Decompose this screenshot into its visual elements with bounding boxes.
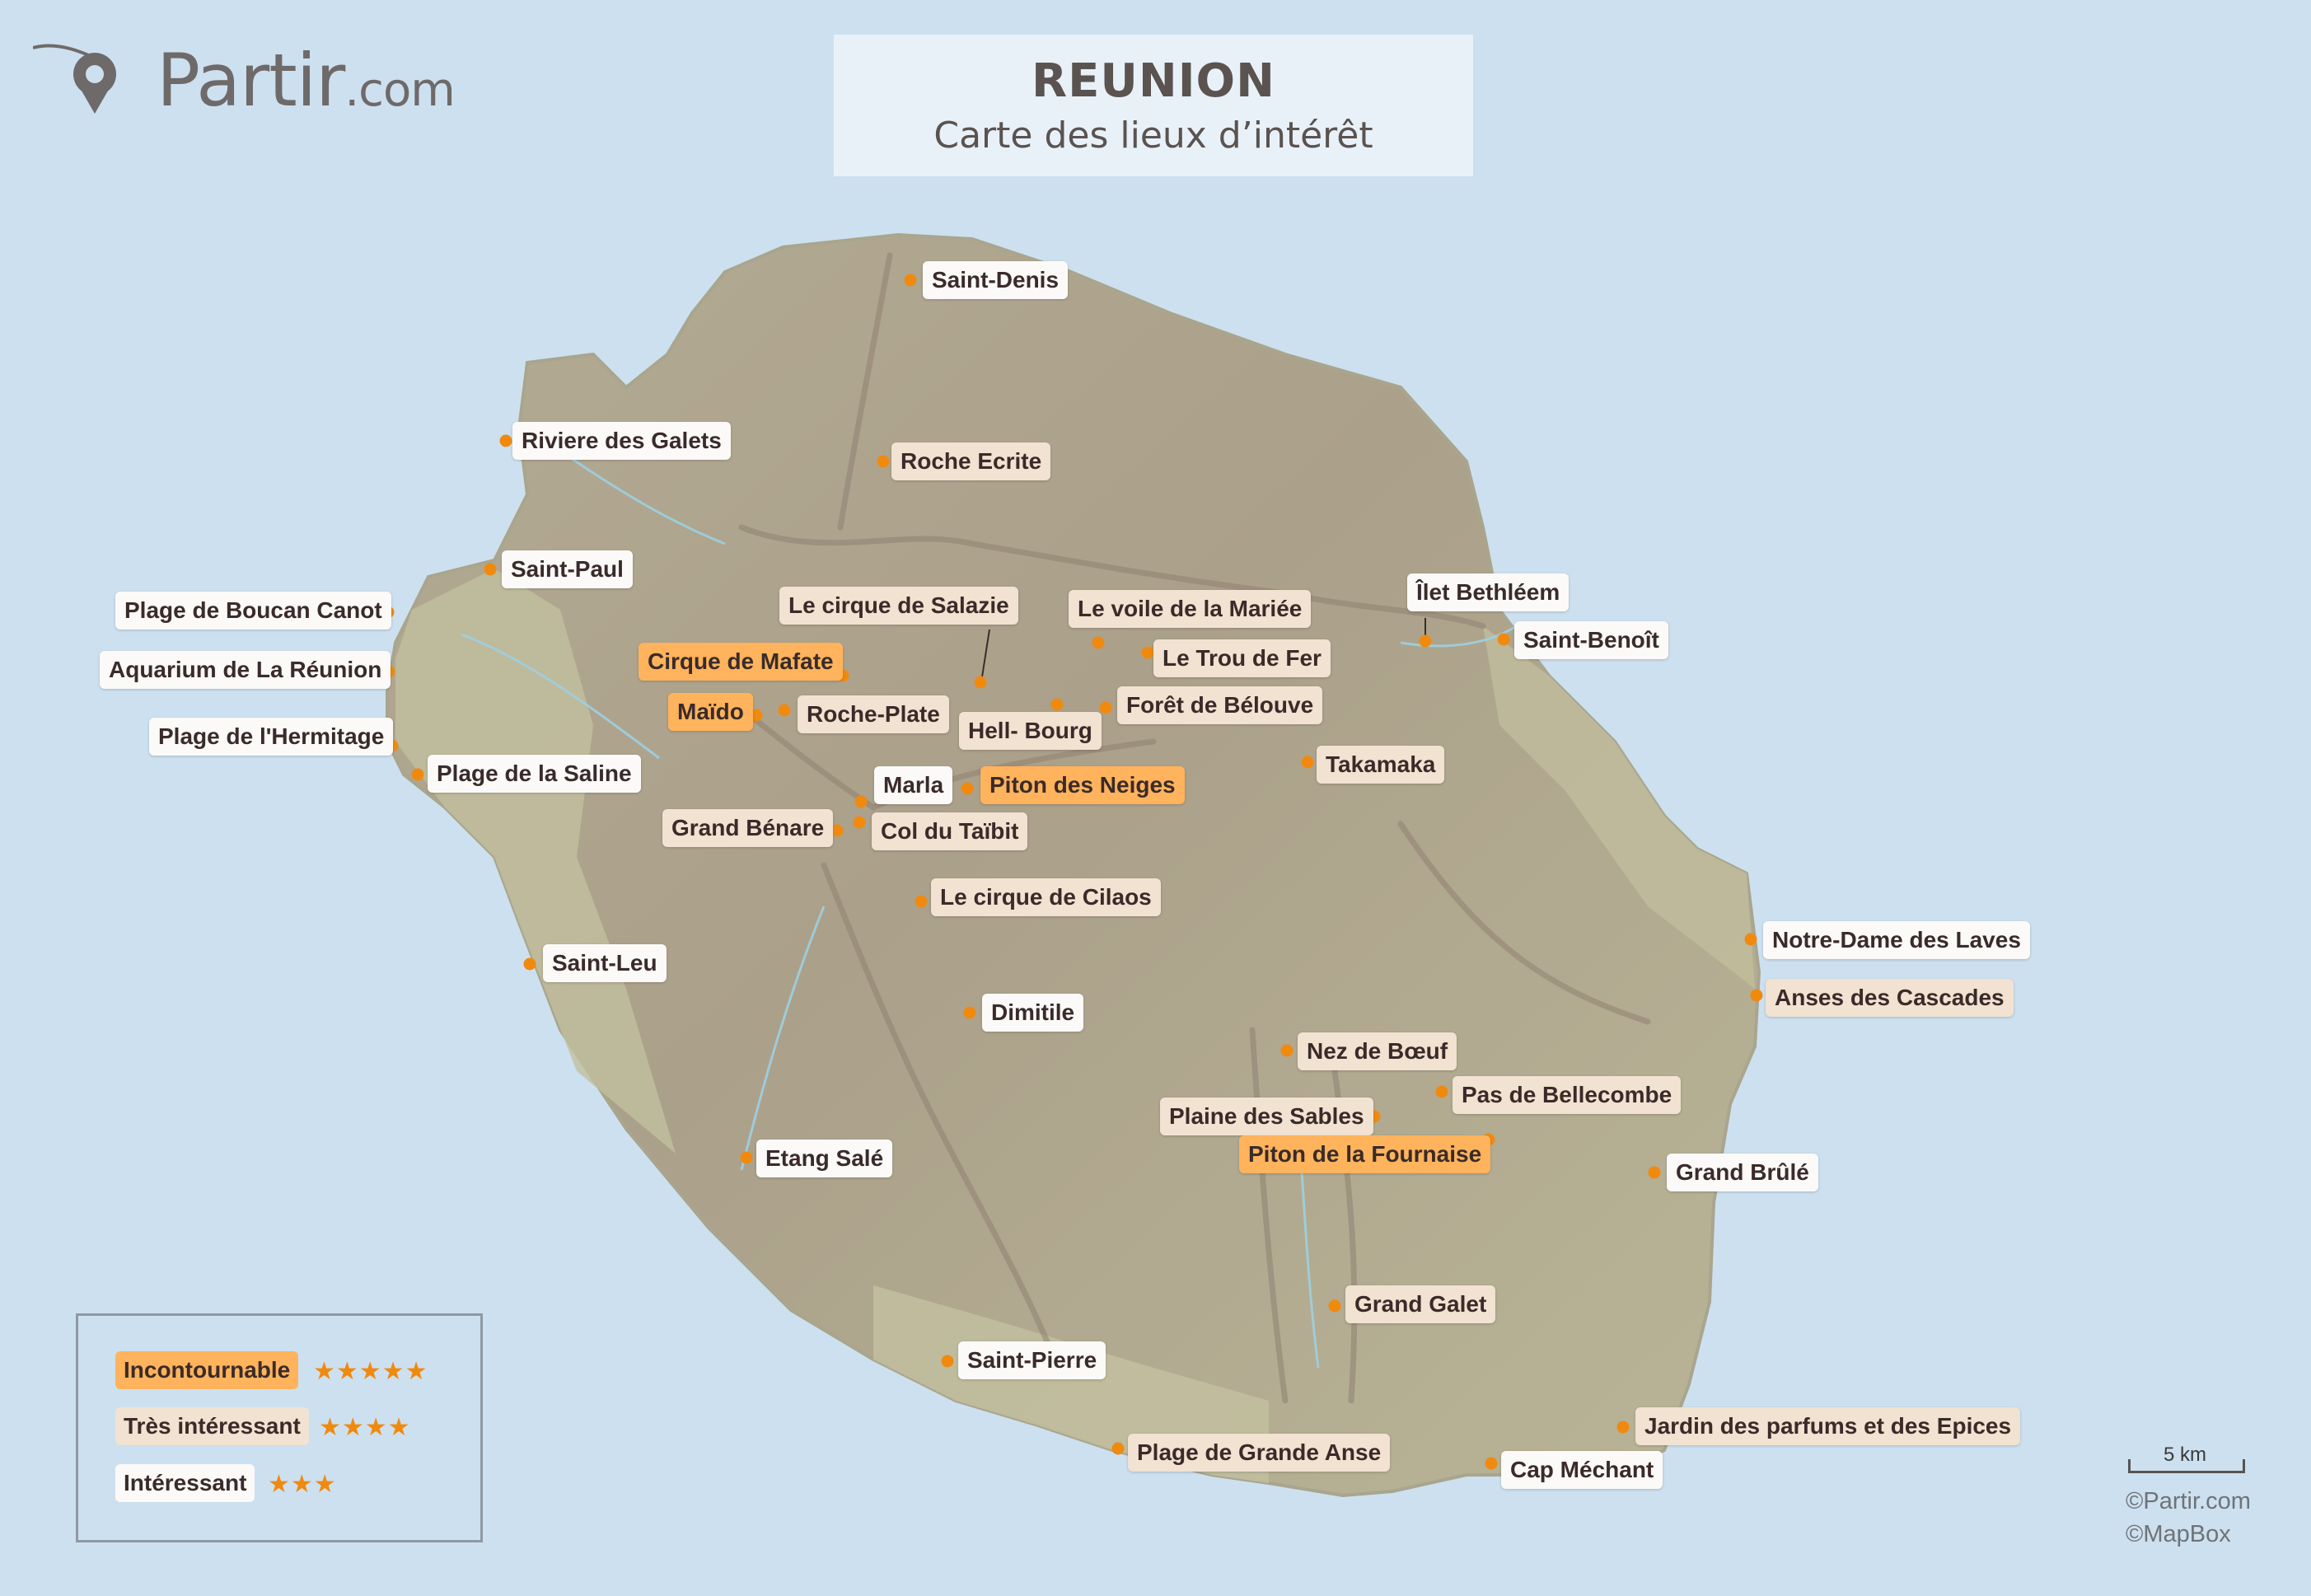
- map-title: REUNION: [1031, 54, 1276, 108]
- map-subtitle: Carte des lieux d’intérêt: [933, 115, 1373, 157]
- legend-stars-3: ★★★: [268, 1471, 337, 1498]
- poi-label-pas-de-bellecombe: Pas de Bellecombe: [1453, 1076, 1682, 1114]
- legend-tres-interessant: Très intéressant: [115, 1407, 309, 1445]
- poi-label-foret-de-belouve: Forêt de Bélouve: [1117, 686, 1323, 724]
- title-box: REUNION Carte des lieux d’intérêt: [834, 35, 1473, 176]
- poi-label-maido: Maïdo: [668, 693, 753, 731]
- poi-label-notre-dame-des-laves: Notre-Dame des Laves: [1763, 921, 2030, 959]
- poi-marker-etang-sale: [740, 1151, 753, 1164]
- poi-marker-saint-pierre: [941, 1355, 954, 1368]
- poi-label-nez-de-b-uf: Nez de Bœuf: [1298, 1032, 1457, 1070]
- poi-label-plage-de-l-hermitage: Plage de l'Hermitage: [149, 718, 394, 756]
- poi-marker-roche-plate: [778, 704, 791, 717]
- poi-marker-saint-benoit: [1497, 633, 1510, 646]
- logo-suffix: .com: [344, 63, 455, 117]
- poi-label-saint-denis: Saint-Denis: [923, 261, 1069, 299]
- poi-label-takamaka: Takamaka: [1317, 746, 1445, 784]
- poi-marker-saint-paul: [484, 563, 497, 576]
- poi-label-anses-des-cascades: Anses des Cascades: [1766, 979, 2014, 1017]
- poi-label-col-du-taibit: Col du Taïbit: [872, 812, 1028, 850]
- poi-marker-marla: [854, 795, 868, 808]
- poi-marker-le-trou-de-fer: [1141, 646, 1154, 659]
- poi-label-piton-des-neiges: Piton des Neiges: [980, 766, 1185, 804]
- poi-marker-grand-brule: [1648, 1166, 1661, 1179]
- poi-marker-le-cirque-de-salazie: [974, 676, 987, 689]
- poi-marker-takamaka: [1301, 756, 1314, 769]
- legend-interessant: Intéressant: [115, 1464, 255, 1502]
- poi-label-etang-sale: Etang Salé: [756, 1140, 893, 1177]
- poi-marker-dimitile: [963, 1006, 976, 1019]
- credit-mapbox: ©MapBox: [2126, 1521, 2231, 1547]
- poi-label-riviere-des-galets: Riviere des Galets: [512, 422, 731, 460]
- poi-marker-le-cirque-de-cilaos: [915, 895, 928, 908]
- credit-partir: ©Partir.com: [2126, 1488, 2251, 1514]
- scale-label: 5 km: [2163, 1444, 2206, 1466]
- coastal-plain-east: [1483, 626, 1755, 989]
- poi-label-aquarium-de-la-reunion: Aquarium de La Réunion: [100, 651, 391, 689]
- poi-markers: [381, 274, 1763, 1470]
- poi-marker-riviere-des-galets: [499, 434, 512, 447]
- poi-label-plaine-des-sables: Plaine des Sables: [1160, 1098, 1373, 1135]
- poi-marker-foret-de-belouve: [1099, 701, 1112, 714]
- poi-label-hell-bourg: Hell- Bourg: [959, 712, 1102, 750]
- poi-marker-col-du-taibit: [853, 816, 866, 829]
- ravines: [738, 252, 1651, 1404]
- poi-label-piton-de-la-fournaise: Piton de la Fournaise: [1239, 1135, 1491, 1173]
- logo-pin-icon: [33, 44, 116, 114]
- scale-bar: 5 km: [2128, 1444, 2245, 1473]
- poi-marker-plage-de-la-saline: [411, 768, 424, 781]
- poi-marker-maido: [750, 709, 763, 722]
- poi-marker-pas-de-bellecombe: [1435, 1085, 1448, 1098]
- poi-label-roche-ecrite: Roche Ecrite: [891, 442, 1051, 480]
- coastal-plain-west: [395, 569, 676, 1154]
- poi-marker-grand-benare: [830, 824, 844, 837]
- poi-label-saint-leu: Saint-Leu: [543, 944, 667, 982]
- poi-marker-ilet-bethleem: [1419, 634, 1432, 648]
- logo-wordmark: Partir.com: [157, 38, 456, 123]
- poi-marker-anses-des-cascades: [1750, 989, 1763, 1002]
- poi-label-plage-de-la-saline: Plage de la Saline: [428, 755, 641, 793]
- poi-label-saint-benoit: Saint-Benoît: [1514, 621, 1668, 659]
- legend-incontournable: Incontournable: [115, 1351, 299, 1389]
- poi-label-jardin-des-parfums-et-des-epices: Jardin des parfums et des Epices: [1635, 1407, 2021, 1445]
- poi-label-grand-benare: Grand Bénare: [662, 809, 834, 847]
- poi-label-saint-pierre: Saint-Pierre: [958, 1341, 1106, 1379]
- scale-bar-line: [2128, 1459, 2245, 1473]
- poi-label-dimitile: Dimitile: [982, 994, 1084, 1032]
- poi-label-marla: Marla: [874, 766, 953, 804]
- poi-marker-le-voile-de-la-mariee: [1092, 636, 1105, 649]
- poi-label-cap-mechant: Cap Méchant: [1501, 1451, 1663, 1489]
- poi-marker-saint-denis: [904, 274, 917, 287]
- poi-label-grand-galet: Grand Galet: [1345, 1285, 1496, 1323]
- poi-label-plage-de-grande-anse: Plage de Grande Anse: [1128, 1434, 1391, 1472]
- legend-stars-4: ★★★★: [319, 1414, 411, 1441]
- poi-label-ilet-bethleem: Îlet Bethléem: [1407, 573, 1570, 611]
- poi-marker-grand-galet: [1328, 1299, 1341, 1313]
- poi-marker-notre-dame-des-laves: [1744, 933, 1757, 946]
- poi-label-le-cirque-de-cilaos: Le cirque de Cilaos: [931, 878, 1161, 916]
- poi-marker-saint-leu: [523, 957, 536, 971]
- poi-label-le-voile-de-la-mariee: Le voile de la Mariée: [1069, 590, 1312, 628]
- poi-marker-nez-de-b-uf: [1280, 1044, 1294, 1057]
- poi-label-saint-paul: Saint-Paul: [502, 550, 633, 588]
- partir-logo: Partir.com: [33, 33, 456, 124]
- poi-label-grand-brule: Grand Brûlé: [1667, 1154, 1818, 1191]
- poi-label-cirque-de-mafate: Cirque de Mafate: [639, 643, 843, 681]
- poi-marker-plage-de-grande-anse: [1111, 1442, 1125, 1455]
- legend: Incontournable ★★★★★ Très intéressant ★★…: [76, 1313, 483, 1542]
- poi-label-le-cirque-de-salazie: Le cirque de Salazie: [779, 587, 1018, 625]
- poi-marker-piton-des-neiges: [961, 782, 974, 795]
- logo-brand: Partir: [157, 38, 345, 123]
- poi-marker-jardin-des-parfums-et-des-epices: [1616, 1420, 1630, 1434]
- legend-stars-5: ★★★★★: [313, 1358, 428, 1385]
- poi-label-le-trou-de-fer: Le Trou de Fer: [1153, 639, 1331, 677]
- poi-marker-hell-bourg: [1050, 698, 1064, 711]
- poi-label-roche-plate: Roche-Plate: [798, 695, 949, 733]
- poi-label-plage-de-boucan-canot: Plage de Boucan Canot: [115, 592, 391, 630]
- poi-marker-roche-ecrite: [877, 455, 890, 468]
- poi-marker-cap-mechant: [1485, 1457, 1498, 1470]
